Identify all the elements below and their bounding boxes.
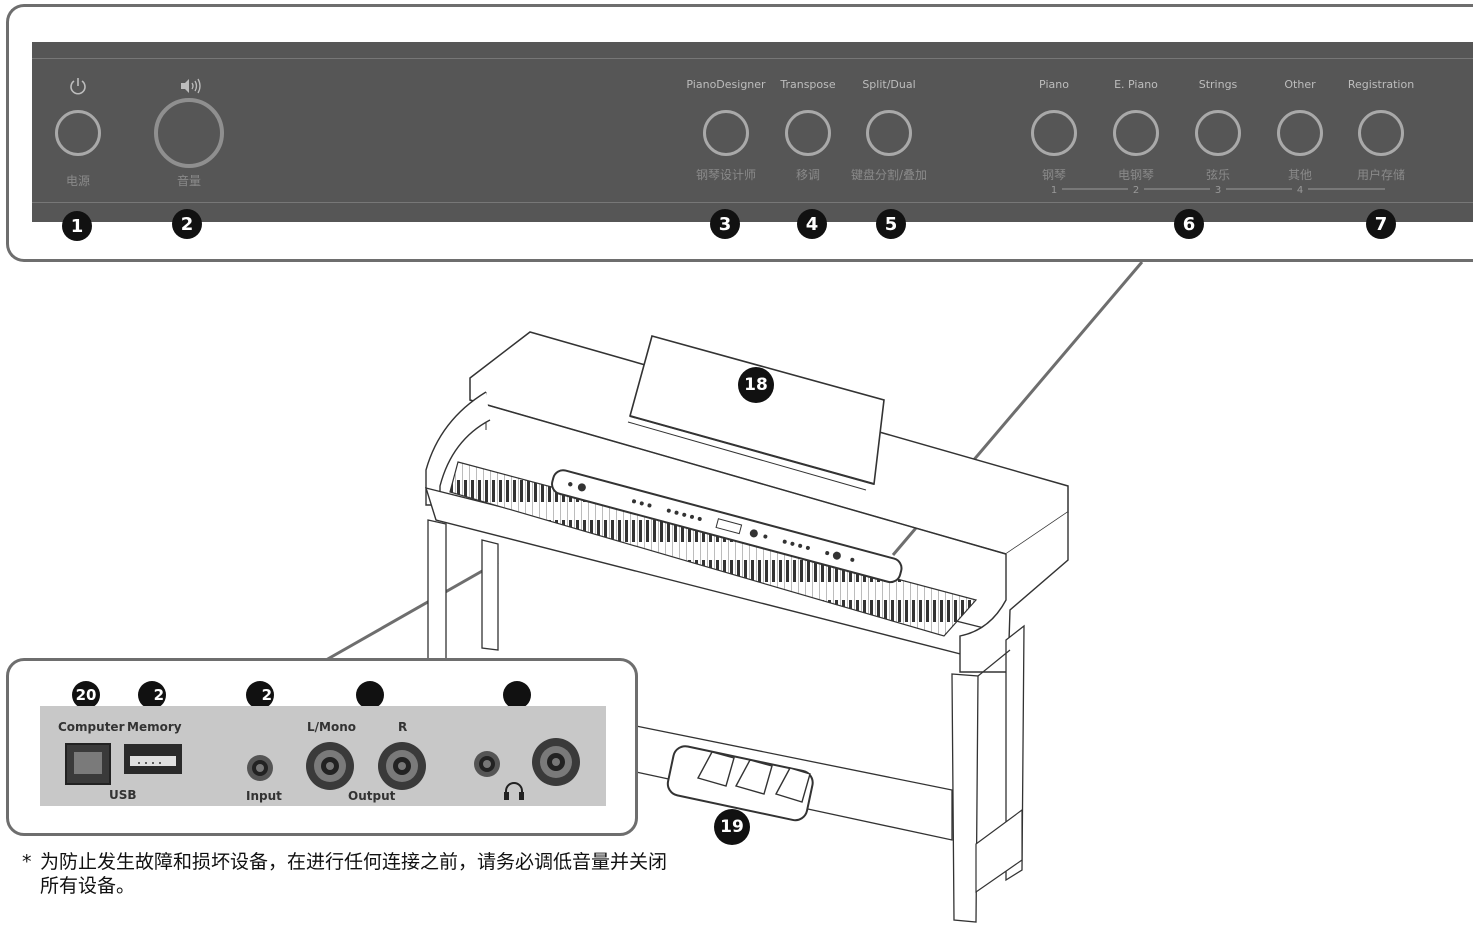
callout-2: 2: [172, 209, 202, 239]
piano-left-cheek: [425, 391, 491, 506]
piano-label: Piano: [1039, 78, 1069, 91]
pedals: [696, 751, 811, 803]
reg-number-1: 1: [1051, 185, 1057, 196]
memory-label: Memory: [127, 720, 182, 734]
input-jack: [247, 755, 273, 781]
e-piano-sub-label: 电钢琴: [1117, 168, 1154, 182]
split-dual-sub-label: 键盘分割/叠加: [850, 168, 928, 182]
transpose-knob[interactable]: [785, 110, 831, 156]
power-sub-label: 电源: [65, 174, 90, 188]
usb-label: USB: [109, 788, 137, 802]
input-label: Input: [246, 789, 282, 803]
callout-18: 18: [738, 367, 774, 403]
power-knob[interactable]: [55, 110, 101, 156]
headphone-large-jack: [532, 738, 580, 786]
reg-number-2: 2: [1133, 185, 1139, 196]
callout-22: 2: [246, 681, 274, 709]
strings-sub-label: 弦乐: [1205, 168, 1230, 182]
panel-line-top: [32, 58, 1473, 59]
split-dual-knob[interactable]: [866, 110, 912, 156]
output-r-jack: [378, 742, 426, 790]
transpose-sub-label: 移调: [795, 168, 820, 182]
reg-number-4: 4: [1297, 185, 1303, 196]
bottom-leader-line: [325, 560, 499, 662]
callout-1: 1: [62, 211, 92, 241]
e-piano-knob[interactable]: [1113, 110, 1159, 156]
volume-knob[interactable]: [154, 98, 224, 168]
callout-24: [503, 681, 531, 709]
piano-designer-sub-label: 钢琴设计师: [695, 168, 756, 182]
registration-knob[interactable]: [1358, 110, 1404, 156]
piano-left-back-leg: [481, 539, 499, 651]
other-label: Other: [1284, 78, 1316, 91]
callout-3: 3: [710, 209, 740, 239]
piano-designer-knob[interactable]: [703, 110, 749, 156]
piano-sub-label: 钢琴: [1041, 168, 1066, 182]
headphone-mini-jack: [474, 751, 500, 777]
other-knob[interactable]: [1277, 110, 1323, 156]
callout-19: 19: [714, 809, 750, 845]
jacks-drawing: [65, 738, 580, 800]
strings-label: Strings: [1198, 78, 1238, 91]
power-icon: [70, 78, 86, 95]
registration-sub-label: 用户存储: [1356, 168, 1405, 182]
speaker-icon: [181, 78, 201, 94]
callout-21: 2: [138, 681, 166, 709]
piano-designer-label: PianoDesigner: [686, 78, 766, 91]
headphones-icon: [504, 782, 524, 800]
piano-panel-buttons: [568, 482, 855, 562]
r-label: R: [398, 720, 408, 734]
registration-label: Registration: [1347, 78, 1415, 91]
callout-23: [356, 681, 384, 709]
split-dual-label: Split/Dual: [862, 78, 916, 91]
computer-label: Computer: [58, 720, 125, 734]
piano-knob[interactable]: [1031, 110, 1077, 156]
note-asterisk: *: [22, 851, 32, 873]
callout-7: 7: [1366, 209, 1396, 239]
e-piano-label: E. Piano: [1114, 78, 1158, 91]
piano-left-leg: [427, 519, 447, 665]
lower-back-board: [975, 808, 1023, 894]
output-l-mono-jack: [306, 742, 354, 790]
output-label: Output: [348, 789, 396, 803]
piano-right-leg: [951, 673, 979, 923]
callout-5: 5: [876, 209, 906, 239]
callout-20: 20: [72, 681, 100, 709]
volume-sub-label: 音量: [176, 174, 201, 188]
reg-number-3: 3: [1215, 185, 1221, 196]
callout-4: 4: [797, 209, 827, 239]
callout-6: 6: [1174, 209, 1204, 239]
strings-knob[interactable]: [1195, 110, 1241, 156]
registration-number-line: 1 2 3 4: [1051, 185, 1385, 196]
transpose-label: Transpose: [780, 78, 836, 91]
l-mono-label: L/Mono: [307, 720, 357, 734]
other-sub-label: 其他: [1287, 168, 1312, 182]
panel-line-bottom: [32, 202, 1473, 203]
note-text: 为防止发生故障和损坏设备，在进行任何连接之前，请务必调低音量并关闭所有设备。: [40, 851, 668, 897]
piano-control-panel-highlight: [551, 469, 903, 584]
